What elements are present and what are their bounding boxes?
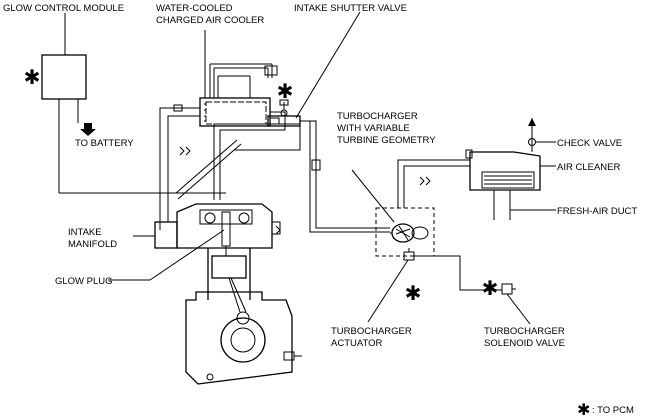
cooler-connector	[264, 65, 278, 76]
label-turbo-vtg-3: TURBINE GEOMETRY	[337, 135, 436, 146]
battery-arrow-icon	[80, 123, 96, 136]
piston	[211, 255, 247, 279]
turbo-actuator-leader	[367, 259, 409, 323]
cylinder-walls	[207, 248, 251, 300]
crankshaft	[220, 317, 266, 363]
glow-plug-body	[221, 211, 231, 247]
check-valve	[528, 118, 556, 152]
label-air-cleaner: AIR CLEANER	[557, 162, 620, 173]
turbo-dashed-outline	[375, 207, 435, 257]
label-turbo-actuator-1: TURBOCHARGER	[331, 326, 412, 337]
label-to-battery: TO BATTERY	[75, 138, 134, 149]
solenoid-pcm-marker: ✱	[482, 276, 499, 300]
turbo-to-cooler-pipe	[300, 120, 390, 229]
solenoid-leader	[506, 293, 531, 325]
actuator-hose	[414, 255, 502, 291]
engine-block	[154, 203, 302, 385]
turbo-actuator-pcm-marker: ✱	[405, 281, 422, 305]
cylinder-head	[176, 203, 273, 249]
check-valve-arrow-icon	[528, 118, 536, 126]
label-water-cooled-1: WATER-COOLED	[156, 3, 233, 14]
intake-piping	[159, 104, 301, 230]
glow-control-module	[41, 13, 226, 194]
turbo-solenoid-valve: ✱	[482, 276, 531, 325]
label-intake-manifold-1: INTAKE	[68, 227, 102, 238]
label-glow-plug: GLOW PLUG	[55, 276, 113, 287]
label-turbo-solenoid-2: SOLENOID VALVE	[484, 338, 565, 349]
crankcase	[185, 291, 293, 385]
shutter-valve-leader	[295, 11, 361, 119]
label-turbo-vtg-2: WITH VARIABLE	[337, 123, 410, 134]
legend-asterisk: ✱	[577, 400, 590, 419]
label-turbo-solenoid-1: TURBOCHARGER	[484, 326, 565, 337]
intake-manifold	[154, 221, 178, 249]
label-check-valve: CHECK VALVE	[557, 138, 622, 149]
air-cleaner	[465, 149, 556, 220]
glow-module-pcm-marker: ✱	[24, 65, 41, 89]
shutter-valve-pcm-marker: ✱	[277, 79, 294, 103]
turbocharger-vtg	[351, 159, 470, 261]
label-turbo-actuator-2: ACTUATOR	[331, 338, 383, 349]
label-glow-control-module: GLOW CONTROL MODULE	[3, 3, 124, 14]
label-turbo-vtg-1: TURBOCHARGER	[337, 111, 418, 122]
turbo-vtg-leader	[351, 169, 395, 223]
label-fresh-air-duct: FRESH-AIR DUCT	[557, 206, 637, 217]
label-water-cooled-2: CHARGED AIR COOLER	[156, 15, 264, 26]
legend-to-pcm: : TO PCM	[592, 405, 634, 416]
label-intake-manifold-2: MANIFOLD	[68, 239, 117, 250]
intake-shutter-valve: ✱	[267, 11, 361, 127]
label-intake-shutter-valve: INTAKE SHUTTER VALVE	[294, 3, 407, 14]
charged-air-cooler	[199, 30, 278, 127]
